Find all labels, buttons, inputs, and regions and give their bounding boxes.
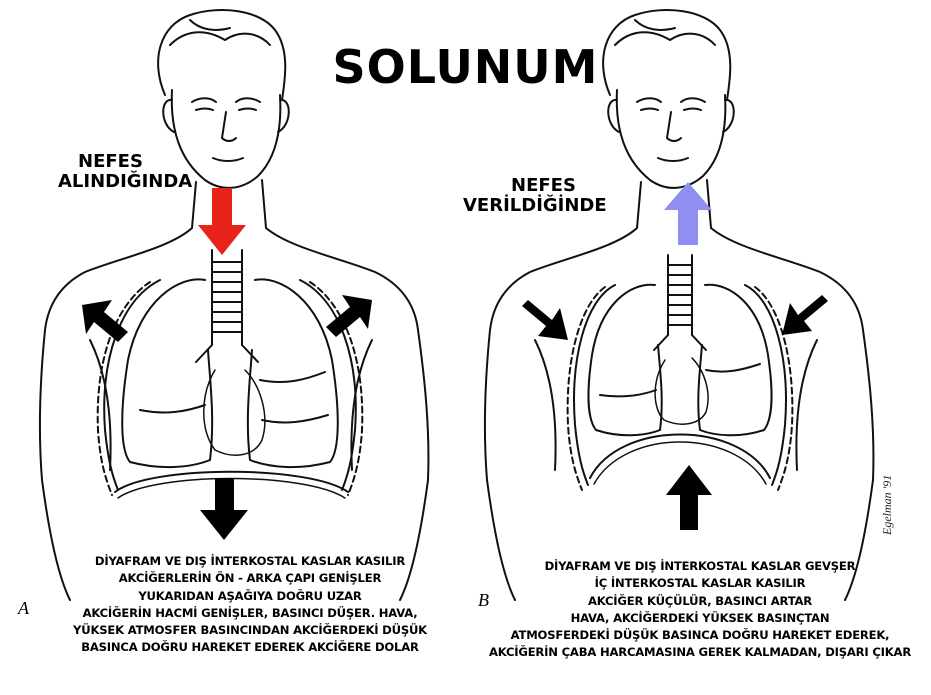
arrow-down-left-icon: [782, 295, 828, 335]
inhale-label-line1: NEFES: [58, 152, 192, 172]
exhale-description: DİYAFRAM VE DIŞ İNTERKOSTAL KASLAR GEVŞE…: [475, 558, 925, 662]
page-title: SOLUNUM: [0, 40, 931, 94]
airflow-out-arrow-icon: [664, 182, 712, 245]
trachea-a: [196, 250, 258, 362]
description-line: HAVA, AKCİĞERDEKİ YÜKSEK BASINÇTAN: [475, 610, 925, 627]
exhale-label-line1: NEFES: [463, 176, 607, 196]
trachea-b: [654, 255, 706, 350]
figure-a-letter: A: [18, 598, 29, 619]
description-line: ATMOSFERDEKİ DÜŞÜK BASINCA DOĞRU HAREKET…: [475, 627, 925, 644]
lungs-a: [122, 279, 338, 467]
inhale-label: NEFES ALINDIĞINDA: [58, 152, 192, 192]
arrow-down-right-icon: [522, 300, 568, 340]
arrow-down-icon: [200, 478, 248, 540]
inhale-description: DİYAFRAM VE DIŞ İNTERKOSTAL KASLAR KASIL…: [40, 553, 460, 657]
arrow-up-right-icon: [326, 295, 372, 337]
lungs-b: [589, 285, 772, 436]
description-line: YUKARIDAN AŞAĞIYA DOĞRU UZAR: [40, 588, 460, 605]
description-line: İÇ İNTERKOSTAL KASLAR KASILIR: [475, 575, 925, 592]
description-line: AKCİĞERLERİN ÖN - ARKA ÇAPI GENİŞLER: [40, 570, 460, 587]
description-line: BASINCA DOĞRU HAREKET EDEREK AKCİĞERE DO…: [40, 639, 460, 656]
artist-signature: Egelman '91: [880, 405, 906, 535]
description-line: YÜKSEK ATMOSFER BASINCINDAN AKCİĞERDEKİ …: [40, 622, 460, 639]
figure-b: [485, 10, 874, 600]
description-line: DİYAFRAM VE DIŞ İNTERKOSTAL KASLAR KASIL…: [40, 553, 460, 570]
description-line: AKCİĞERİN ÇABA HARCAMASINA GEREK KALMADA…: [475, 644, 925, 661]
airflow-in-arrow-icon: [198, 188, 246, 255]
description-line: AKCİĞER KÜÇÜLÜR, BASINCI ARTAR: [475, 593, 925, 610]
diaphragm-b: [590, 435, 770, 479]
arrow-up-icon: [666, 465, 712, 530]
exhale-label-line2: VERİLDİĞİNDE: [463, 196, 607, 216]
figure-a: [40, 10, 429, 600]
heart-b: [655, 358, 708, 424]
exhale-label: NEFES VERİLDİĞİNDE: [463, 176, 607, 216]
inhale-label-line2: ALINDIĞINDA: [58, 172, 192, 192]
description-line: AKCİĞERİN HACMİ GENİŞLER, BASINCI DÜŞER.…: [40, 605, 460, 622]
description-line: DİYAFRAM VE DIŞ İNTERKOSTAL KASLAR GEVŞE…: [475, 558, 925, 575]
head-b: [603, 10, 734, 188]
